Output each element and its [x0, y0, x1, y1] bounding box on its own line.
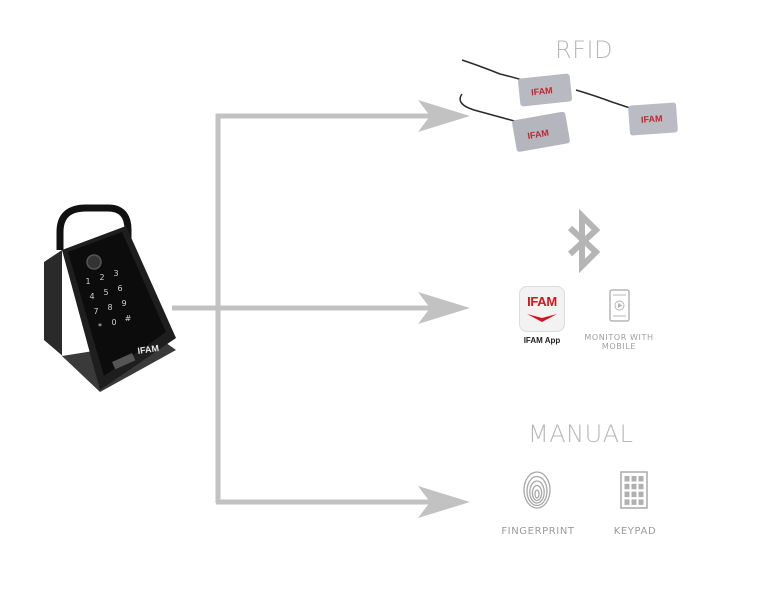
fingerprint-icon	[523, 471, 551, 509]
rfid-arrowhead	[418, 100, 470, 132]
keypad-icon-key	[631, 483, 637, 490]
device-key: 2	[99, 273, 104, 282]
keypad-icon-key	[624, 491, 630, 498]
rfid-card-1-logo: IFAM	[531, 85, 553, 97]
device-key: 0	[111, 318, 116, 327]
device-key: 1	[85, 277, 90, 286]
ifam-app-icon: IFAM	[519, 286, 565, 332]
rfid-lanyard-2	[459, 93, 519, 123]
mobile-phone-icon	[609, 289, 630, 322]
device-key: 8	[107, 303, 112, 312]
rfid-card-2	[512, 111, 570, 152]
rfid-lanyard-1	[461, 59, 523, 81]
bluetooth-arrowhead	[418, 292, 470, 324]
device-key: #	[125, 314, 132, 323]
ifam-app-logo: IFAM	[527, 294, 557, 309]
rfid-heading: RFID	[555, 36, 614, 64]
bluetooth-icon	[567, 208, 601, 274]
keypad-icon-key	[638, 499, 644, 505]
keypad-icon-key	[624, 483, 630, 490]
keypad-caption: KEYPAD	[613, 526, 657, 537]
device-key: 4	[89, 292, 94, 301]
ifam-app-swoosh	[527, 314, 557, 322]
keypad-icon-key	[631, 499, 637, 505]
manual-arrowhead	[418, 486, 470, 518]
device-key: 6	[117, 284, 122, 293]
manual-heading: MANUAL	[528, 420, 634, 448]
ifam-app-caption: IFAM App	[523, 336, 561, 345]
monitor-caption-line-1: MONITOR WITH	[584, 333, 654, 342]
keypad-icon-key	[624, 499, 630, 505]
device-side	[44, 250, 100, 390]
device-latch	[112, 353, 136, 370]
keypad-icon-key	[638, 476, 644, 482]
device-key: 3	[113, 269, 118, 278]
rfid-card-1	[517, 73, 573, 107]
keypad-icon-key	[638, 483, 644, 490]
fingerprint-caption: FINGERPRINT	[501, 526, 575, 537]
connector-arrows	[172, 113, 430, 505]
device-key: 9	[121, 299, 126, 308]
device-logo: IFAM	[137, 343, 160, 356]
device-fingerprint-sensor	[86, 254, 102, 270]
rfid-lanyard-3	[575, 89, 631, 109]
rfid-card-3-logo: IFAM	[641, 113, 663, 124]
keypad-icon-key	[638, 491, 644, 498]
device-key: *	[98, 322, 102, 331]
keypad-icon-key	[631, 491, 637, 498]
rfid-card-3	[628, 102, 678, 136]
device-shackle	[56, 204, 132, 250]
keypad-icon	[620, 471, 648, 509]
rfid-card-2-logo: IFAM	[527, 128, 550, 142]
rfid-tags: IFAM IFAM IFAM	[459, 59, 678, 152]
keypad-icon-key	[631, 476, 637, 482]
device-key: 5	[103, 288, 108, 297]
keypad-icon-key	[624, 476, 630, 482]
monitor-with-mobile-caption: MONITOR WITH MOBILE	[583, 333, 655, 351]
monitor-caption-line-2: MOBILE	[601, 342, 637, 351]
device-key: 7	[93, 307, 98, 316]
